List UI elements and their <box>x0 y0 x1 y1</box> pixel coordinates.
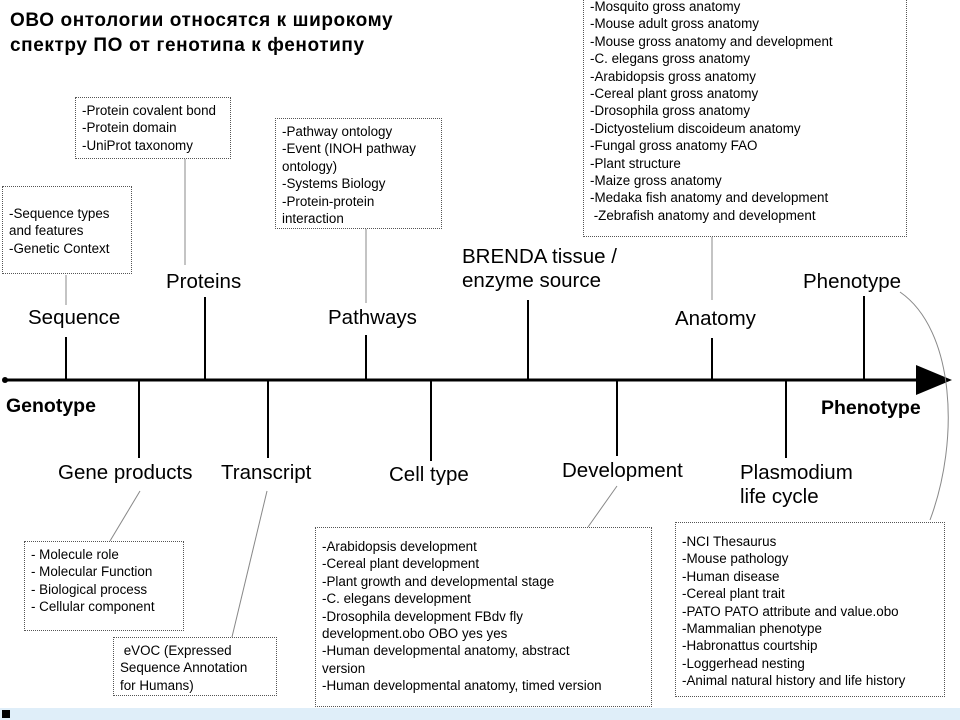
box-phenotype-line: -Mouse pathology <box>682 551 789 567</box>
box-anatomy-line: -Dictyostelium discoideum anatomy <box>590 120 801 136</box>
box-anatomy-line: -Plant structure <box>590 155 681 171</box>
category-transcript: Transcript <box>221 461 312 484</box>
box-transcript: eVOC (Expressed Sequence Annotation for … <box>113 637 277 696</box>
box-anatomy-line: -Arabidopsis gross anatomy <box>590 68 756 84</box>
axis-genotype-label: Genotype <box>6 395 96 417</box>
box-phenotype-line: -PATO PATO attribute and value.obo <box>682 603 899 619</box>
category-brenda: BRENDA tissue / enzyme source <box>462 245 617 293</box>
box-sequence: -Sequence types and features -Genetic Co… <box>2 186 132 274</box>
box-development-line: -Human developmental anatomy, abstract <box>322 643 570 659</box>
category-brenda-line-1: BRENDA tissue / <box>462 245 617 268</box>
box-proteins-line: -Protein covalent bond <box>82 103 216 118</box>
box-gene-products-line: - Biological process <box>31 581 148 597</box>
box-pathways: -Pathway ontology -Event (INOH pathway o… <box>275 118 442 229</box>
box-anatomy-line: -C. elegans gross anatomy <box>590 51 751 67</box>
box-development-line: -Plant growth and developmental stage <box>322 573 555 589</box>
box-transcript-line: eVOC (Expressed <box>120 643 232 658</box>
box-phenotype-line: -Human disease <box>682 568 780 584</box>
box-pathways-line: -Event (INOH pathway <box>282 141 416 157</box>
box-development-line: -C. elegans development <box>322 591 471 607</box>
box-proteins-line: -Protein domain <box>82 120 177 136</box>
connector-phenotype-box <box>899 291 949 521</box>
category-cell-type: Cell type <box>389 463 469 486</box>
box-development-line: -Cereal plant development <box>322 556 480 572</box>
box-anatomy: -Mosquito gross anatomy -Mouse adult gro… <box>583 0 907 237</box>
slide-title-line-1: ОВО онтологии относятся к широкому <box>10 10 394 31</box>
box-phenotype-line: -Habronattus courtship <box>682 638 818 654</box>
box-sequence-line: -Genetic Context <box>9 240 110 256</box>
box-pathways-line: ontology) <box>282 158 338 174</box>
box-sequence-line: and features <box>9 223 84 239</box>
box-development-line: development.obo OBO yes yes <box>322 626 508 642</box>
corner-marker <box>2 710 10 718</box>
connector-transcript-box <box>231 490 268 638</box>
category-plasmodium: Plasmodium life cycle <box>740 461 853 509</box>
footer-strip <box>0 708 960 720</box>
box-transcript-line: for Humans) <box>120 677 194 693</box>
box-development: -Arabidopsis development -Cereal plant d… <box>315 527 652 707</box>
slide-title: ОВО онтологии относятся к широкому спект… <box>10 8 393 58</box>
box-development-line: -Human developmental anatomy, timed vers… <box>322 678 602 694</box>
box-anatomy-line: -Mouse adult gross anatomy <box>590 16 759 32</box>
box-phenotype-line: -NCI Thesaurus <box>682 534 777 549</box>
box-pathways-line: interaction <box>282 211 344 227</box>
box-gene-products-line: - Molecule role <box>31 547 119 562</box>
box-transcript-line: Sequence Annotation <box>120 660 248 676</box>
box-anatomy-line: -Cereal plant gross anatomy <box>590 86 759 102</box>
connector-development-box <box>587 485 618 528</box>
category-plasmodium-line-1: Plasmodium <box>740 461 853 484</box>
axis-phenotype-label: Phenotype <box>821 397 921 419</box>
box-pathways-line: -Protein-protein <box>282 193 375 209</box>
box-development-line: -Arabidopsis development <box>322 539 477 554</box>
box-anatomy-line: -Drosophila gross anatomy <box>590 103 751 119</box>
category-gene-products: Gene products <box>58 461 193 484</box>
box-anatomy-line: -Mouse gross anatomy and development <box>590 33 833 49</box>
category-brenda-line-2: enzyme source <box>462 269 602 292</box>
axis-start-dot <box>2 377 8 383</box>
box-anatomy-line: -Medaka fish anatomy and development <box>590 190 829 206</box>
box-development-line: -Drosophila development FBdv fly <box>322 608 523 624</box>
box-phenotype-line: -Loggerhead nesting <box>682 655 805 671</box>
box-anatomy-line: -Fungal gross anatomy FAO <box>590 138 758 154</box>
box-anatomy-line: -Zebrafish anatomy and development <box>590 207 816 223</box>
box-anatomy-line: -Maize gross anatomy <box>590 173 722 189</box>
slide-title-line-2: спектру ПО от генотипа к фенотипу <box>10 35 365 56</box>
box-phenotype-line: -Animal natural history and life history <box>682 673 906 689</box>
box-phenotype-line: -Mammalian phenotype <box>682 621 822 637</box>
category-anatomy: Anatomy <box>675 307 756 330</box>
category-sequence: Sequence <box>28 306 121 329</box>
category-phenotype: Phenotype <box>803 270 902 293</box>
category-development: Development <box>562 459 683 482</box>
box-pathways-line: -Systems Biology <box>282 176 386 192</box>
box-proteins-line: -UniProt taxonomy <box>82 137 193 153</box>
category-pathways: Pathways <box>328 306 417 329</box>
box-phenotype-line: -Cereal plant trait <box>682 586 785 602</box>
box-gene-products: - Molecule role - Molecular Function - B… <box>24 541 184 631</box>
category-proteins: Proteins <box>166 270 242 293</box>
box-gene-products-line: - Cellular component <box>31 599 155 615</box>
box-sequence-line: -Sequence types <box>9 206 110 221</box>
box-phenotype: -NCI Thesaurus -Mouse pathology -Human d… <box>675 522 945 697</box>
box-pathways-line: -Pathway ontology <box>282 124 393 139</box>
box-development-line: version <box>322 660 366 676</box>
box-anatomy-line: -Mosquito gross anatomy <box>590 0 741 14</box>
box-proteins: -Protein covalent bond -Protein domain -… <box>75 97 231 159</box>
category-plasmodium-line-2: life cycle <box>740 485 819 508</box>
box-gene-products-line: - Molecular Function <box>31 564 153 580</box>
connector-gene-products-box <box>109 490 141 542</box>
